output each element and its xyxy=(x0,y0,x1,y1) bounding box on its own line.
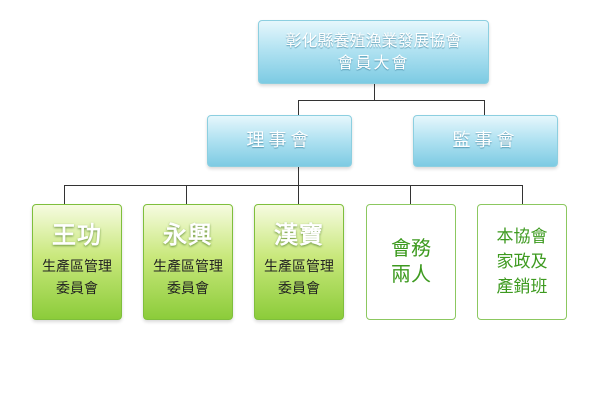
household-production-node: 本協會 家政及 產銷班 xyxy=(477,204,567,320)
board-of-supervisors-label: 監事會 xyxy=(452,130,519,151)
board-of-supervisors-node: 監事會 xyxy=(413,115,558,167)
household-line-1: 本協會 xyxy=(496,227,548,247)
yongxing-subtitle-1: 生產區管理 xyxy=(153,259,223,275)
general-assembly-title: 彰化縣養殖漁業發展協會 xyxy=(285,31,462,50)
connector-to-affairs xyxy=(410,185,411,205)
staff-affairs-line-2: 兩人 xyxy=(391,262,431,286)
connector-to-yongxing xyxy=(186,185,187,205)
yongxing-committee-node: 永興 生產區管理 委員會 xyxy=(143,204,233,320)
wanggong-committee-node: 王功 生產區管理 委員會 xyxy=(32,204,122,320)
general-assembly-node: 彰化縣養殖漁業發展協會 會員大會 xyxy=(258,20,489,84)
wanggong-subtitle-1: 生產區管理 xyxy=(42,259,112,275)
hanbao-committee-node: 漢寶 生產區管理 委員會 xyxy=(254,204,344,320)
hanbao-subtitle-1: 生產區管理 xyxy=(264,259,334,275)
connector-to-hanbao xyxy=(298,185,299,205)
general-assembly-subtitle: 會員大會 xyxy=(337,53,410,72)
staff-affairs-line-1: 會務 xyxy=(391,236,431,260)
board-of-directors-node: 理事會 xyxy=(207,115,352,167)
household-line-2: 家政及 xyxy=(496,252,548,272)
connector-to-wanggong xyxy=(64,185,65,205)
connector-to-board xyxy=(298,100,299,116)
yongxing-title: 永興 xyxy=(163,221,213,249)
wanggong-subtitle-2: 委員會 xyxy=(56,281,98,297)
household-line-3: 產銷班 xyxy=(496,277,548,297)
connector-level2-horizontal xyxy=(298,100,484,101)
staff-affairs-node: 會務 兩人 xyxy=(366,204,456,320)
wanggong-title: 王功 xyxy=(52,221,102,249)
hanbao-subtitle-2: 委員會 xyxy=(278,281,320,297)
connector-level3-horizontal xyxy=(64,185,522,186)
connector-top-vertical xyxy=(374,84,375,100)
hanbao-title: 漢寶 xyxy=(274,221,324,249)
connector-to-household xyxy=(522,185,523,205)
board-of-directors-label: 理事會 xyxy=(246,130,313,151)
connector-board-down xyxy=(298,167,299,185)
yongxing-subtitle-2: 委員會 xyxy=(167,281,209,297)
connector-to-supervisors xyxy=(484,100,485,116)
